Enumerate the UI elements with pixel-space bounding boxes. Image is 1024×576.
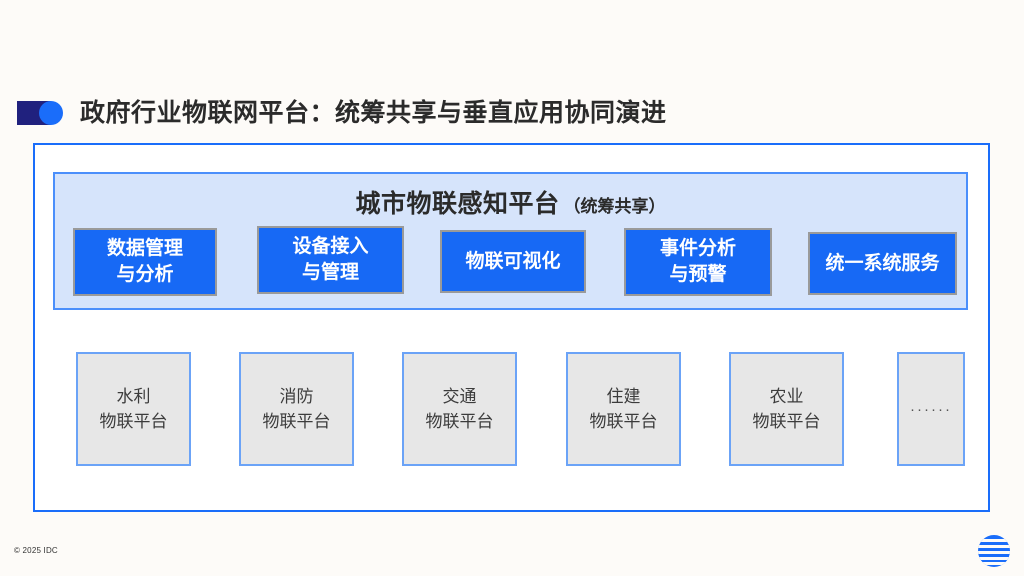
- idc-globe-logo-icon: [978, 535, 1010, 567]
- platform-header-sub: （统筹共享）: [563, 197, 666, 216]
- capability-button-2[interactable]: 设备接入 与管理: [257, 226, 404, 294]
- title-row: 政府行业物联网平台：统筹共享与垂直应用协同演进: [0, 44, 1024, 127]
- capability-button-4[interactable]: 事件分析 与预警: [624, 228, 772, 296]
- vertical-platform-box-4[interactable]: 住建 物联平台: [566, 352, 681, 466]
- capability-button-3[interactable]: 物联可视化: [440, 230, 586, 293]
- capability-button-5[interactable]: 统一系统服务: [808, 232, 957, 295]
- vertical-platform-box-5[interactable]: 农业 物联平台: [729, 352, 844, 466]
- title-badge-icon: [17, 101, 63, 125]
- vertical-platform-box-2[interactable]: 消防 物联平台: [239, 352, 354, 466]
- globe-stripe: [978, 539, 1010, 542]
- globe-stripe: [978, 551, 1010, 554]
- page-title: 政府行业物联网平台：统筹共享与垂直应用协同演进: [80, 99, 667, 127]
- globe-stripe: [978, 562, 1010, 565]
- vertical-platform-box-3[interactable]: 交通 物联平台: [402, 352, 517, 466]
- platform-header-main: 城市物联感知平台: [355, 190, 560, 218]
- platform-panel-header: 城市物联感知平台（统筹共享）: [55, 184, 966, 220]
- vertical-platform-box-1[interactable]: 水利 物联平台: [76, 352, 191, 466]
- globe-shape: [978, 535, 1010, 567]
- globe-stripe: [978, 557, 1010, 560]
- capability-button-1[interactable]: 数据管理 与分析: [73, 228, 217, 296]
- copyright-notice: © 2025 IDC: [14, 546, 58, 555]
- globe-stripe: [978, 545, 1010, 548]
- vertical-platform-more[interactable]: ······: [897, 352, 965, 466]
- badge-circle-shape: [39, 101, 63, 125]
